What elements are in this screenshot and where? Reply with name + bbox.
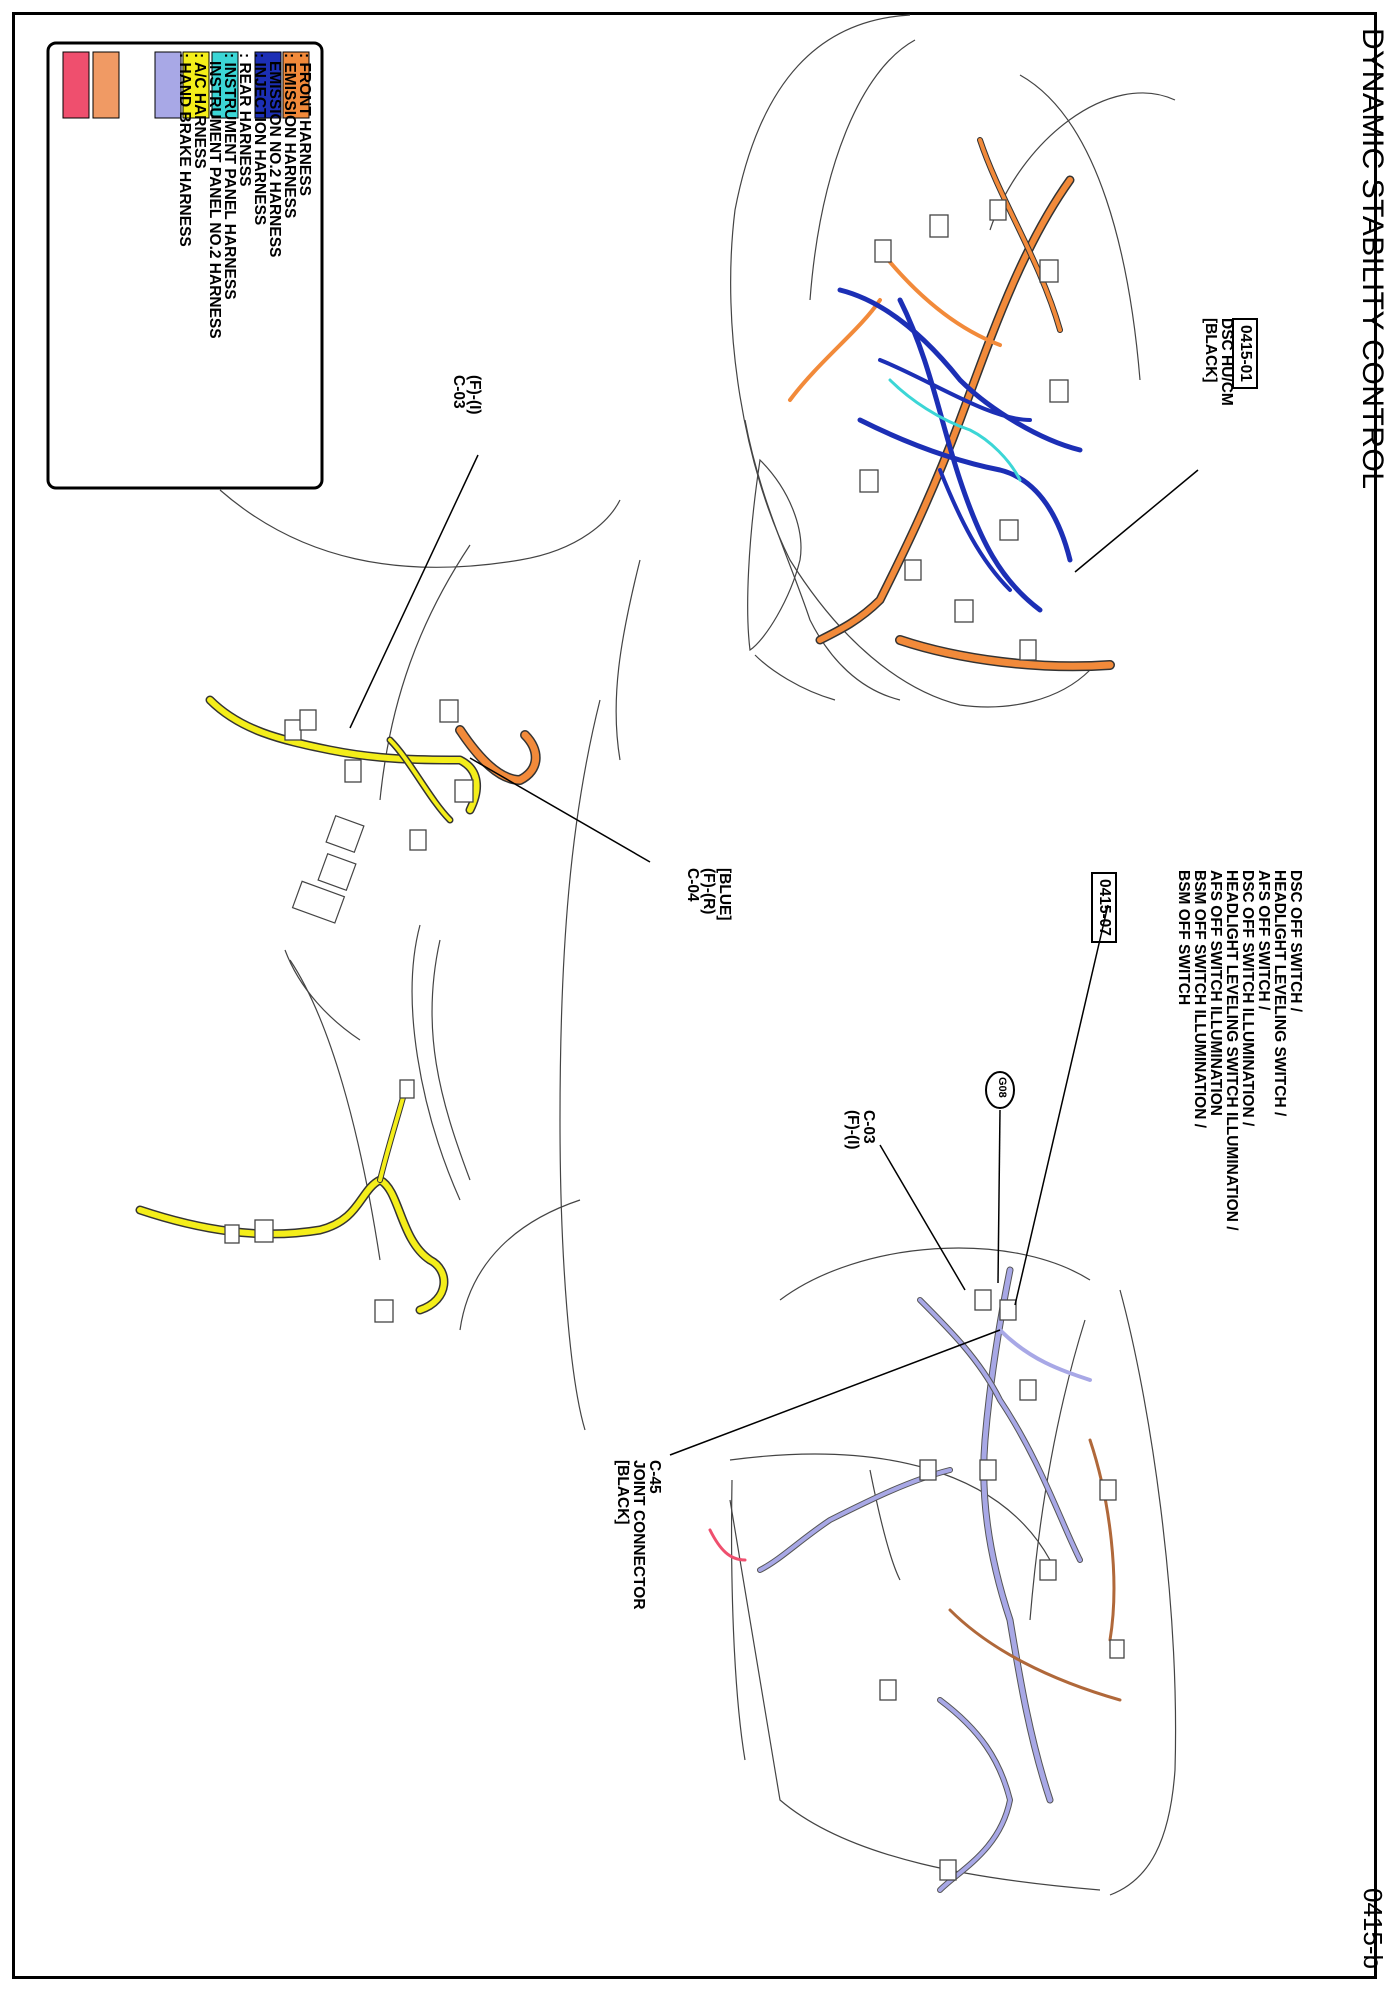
callout-c45: C-45 JOINT CONNECTOR [BLACK] bbox=[614, 1460, 663, 1610]
switch-line: BSM OFF SWITCH ILLUMINATION / bbox=[1191, 870, 1208, 1129]
callout-connector: C-45 bbox=[646, 1460, 663, 1494]
callout-name: DSC HU/CM bbox=[1218, 318, 1235, 406]
callout-connector: C-03 bbox=[860, 1110, 877, 1144]
switch-line: DSC OFF SWITCH ILLUMINATION / bbox=[1239, 870, 1256, 1127]
leader-lines bbox=[349, 454, 1199, 1456]
legend-label: : EMISSION HARNESS bbox=[281, 53, 298, 219]
car-outlines bbox=[219, 14, 1177, 1896]
callout-dsc-hucm: 0415-01 DSC HU/CM [BLACK] bbox=[1202, 318, 1258, 406]
switch-line: HEADLIGHT LEVELING SWITCH ILLUMINATION / bbox=[1223, 870, 1240, 1231]
callout-c03-bottom: C-03 (F)-(I) bbox=[844, 1110, 877, 1150]
harness-routes bbox=[135, 137, 1122, 1893]
callout-c04: [BLUE] (F)-(R) C-04 bbox=[684, 868, 733, 921]
legend-label: : FRONT HARNESS bbox=[296, 53, 313, 196]
legend-label: : HAND BRAKE HARNESS bbox=[176, 53, 193, 247]
callout-position: (F)-(R) bbox=[700, 868, 717, 915]
ground-label: G08 bbox=[996, 1077, 1008, 1098]
callout-connector: C-04 bbox=[684, 868, 701, 902]
legend-labels: : FRONT HARNESS : EMISSION HARNESS EMISS… bbox=[176, 53, 313, 339]
switch-line: AFS OFF SWITCH ILLUMINATION bbox=[1207, 870, 1224, 1116]
legend-label: : A/C HARNESS bbox=[191, 53, 208, 169]
switch-line: HEADLIGHT LEVELING SWITCH / bbox=[1271, 870, 1288, 1117]
connector-blocks bbox=[224, 199, 1125, 1881]
callout-connector: C-03 bbox=[450, 375, 467, 409]
g08-ground-symbol bbox=[985, 1071, 1015, 1109]
legend-swatch bbox=[154, 51, 182, 119]
legend-label: INSTRUMENT PANEL NO.2 HARNESS bbox=[206, 61, 223, 339]
callout-c03-top: (F)-(I) C-03 bbox=[450, 375, 483, 415]
legend-swatch bbox=[92, 51, 120, 119]
switch-line: AFS OFF SWITCH / bbox=[1255, 870, 1272, 1011]
callout-color: [BLACK] bbox=[614, 1460, 631, 1525]
legend-label: EMISSION NO.2 HARNESS bbox=[266, 61, 283, 258]
callout-color: [BLUE] bbox=[716, 868, 733, 921]
legend-box bbox=[46, 41, 324, 490]
callout-switch-list: DSC OFF SWITCH / HEADLIGHT LEVELING SWIT… bbox=[1175, 870, 1304, 1231]
callout-switch-code-wrap: 0415-07 bbox=[1091, 872, 1117, 943]
callout-code: 0415-07 bbox=[1091, 872, 1117, 943]
switch-line: DSC OFF SWITCH / bbox=[1287, 870, 1304, 1013]
callout-color: [BLACK] bbox=[1202, 318, 1219, 383]
legend-swatch bbox=[182, 51, 210, 119]
legend-label: : INSTRUMENT PANEL HARNESS bbox=[221, 53, 238, 300]
callout-position: (F)-(I) bbox=[466, 375, 483, 415]
legend-swatch bbox=[254, 51, 282, 119]
callout-name: JOINT CONNECTOR bbox=[630, 1460, 647, 1610]
callout-position: (F)-(I) bbox=[844, 1110, 861, 1150]
switch-line: BSM OFF SWITCH bbox=[1175, 870, 1192, 1006]
legend-swatch bbox=[282, 51, 310, 119]
legend-swatch bbox=[62, 51, 90, 119]
legend-label: : REAR HARNESS bbox=[236, 53, 253, 187]
callout-code: 0415-01 bbox=[1232, 318, 1258, 389]
legend-label: : INJECTION HARNESS bbox=[251, 53, 268, 226]
legend-swatch bbox=[211, 51, 239, 119]
page-frame bbox=[12, 12, 1377, 1979]
